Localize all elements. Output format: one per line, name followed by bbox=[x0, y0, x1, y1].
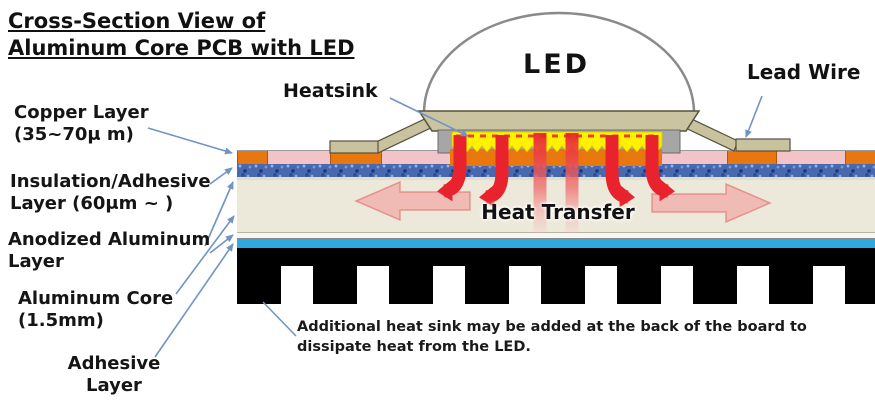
label-heat-transfer: Heat Transfer bbox=[481, 200, 635, 224]
lead-wire-left-angled bbox=[373, 115, 436, 154]
leader-anodized-bottom bbox=[209, 234, 234, 254]
core-label-line1: Aluminum Core bbox=[18, 288, 174, 309]
core-label-line2: (1.5mm) bbox=[18, 310, 104, 331]
insulation-adhesive-layer bbox=[237, 164, 875, 177]
insulation-label-line2: Layer (60μm ~ ) bbox=[10, 193, 174, 214]
label-lead-wire: Lead Wire bbox=[747, 60, 861, 84]
label-insulation-layer: Insulation/Adhesive Layer (60μm ~ ) bbox=[10, 171, 211, 215]
copper-label-line2: (35~70μ m) bbox=[14, 124, 134, 145]
anodized-label-line1: Anodized Aluminum bbox=[8, 229, 211, 250]
copper-pad bbox=[237, 151, 268, 165]
leader-lead-wire bbox=[745, 95, 763, 138]
copper-label-line1: Copper Layer bbox=[14, 102, 149, 123]
note-text: Additional heat sink may be added at the… bbox=[297, 317, 875, 357]
title-line1: Cross-Section View of bbox=[8, 9, 266, 33]
led-package-base bbox=[417, 110, 701, 132]
anodized-label-line2: Layer bbox=[8, 251, 64, 272]
label-adhesive-layer: Adhesive Layer bbox=[58, 353, 170, 397]
adhesive-layer bbox=[237, 240, 875, 248]
label-anodized-layer: Anodized Aluminum Layer bbox=[8, 229, 210, 273]
note-line2: dissipate heat from the LED. bbox=[297, 339, 531, 355]
bottom-heatsink-base bbox=[237, 248, 875, 266]
adhesive-label-line1: Adhesive bbox=[67, 353, 161, 374]
label-aluminum-core: Aluminum Core (1.5mm) bbox=[18, 288, 173, 332]
note-line1: Additional heat sink may be added at the… bbox=[297, 319, 807, 335]
page-title: Cross-Section View of Aluminum Core PCB … bbox=[8, 8, 355, 62]
copper-pad bbox=[330, 151, 382, 165]
label-copper-layer: Copper Layer (35~70μ m) bbox=[14, 102, 149, 146]
solder-mask-layer bbox=[237, 150, 875, 165]
bottom-heatsink-fins bbox=[237, 266, 875, 304]
anodized-aluminum-layer bbox=[237, 233, 875, 240]
copper-pad bbox=[845, 151, 875, 165]
lead-wire-right-angled bbox=[676, 113, 739, 152]
adhesive-label-line2: Layer bbox=[86, 375, 142, 396]
copper-pad bbox=[727, 151, 777, 165]
heatsink-thermal-pad bbox=[451, 131, 663, 153]
leader-insulation bbox=[209, 167, 233, 185]
leader-copper bbox=[147, 127, 233, 155]
leader-note bbox=[262, 301, 297, 337]
label-led: LED bbox=[523, 49, 591, 80]
leader-heatsink bbox=[389, 97, 469, 137]
insulation-label-line1: Insulation/Adhesive bbox=[10, 171, 211, 192]
title-line2: Aluminum Core PCB with LED bbox=[8, 36, 355, 60]
label-heatsink: Heatsink bbox=[283, 80, 378, 102]
